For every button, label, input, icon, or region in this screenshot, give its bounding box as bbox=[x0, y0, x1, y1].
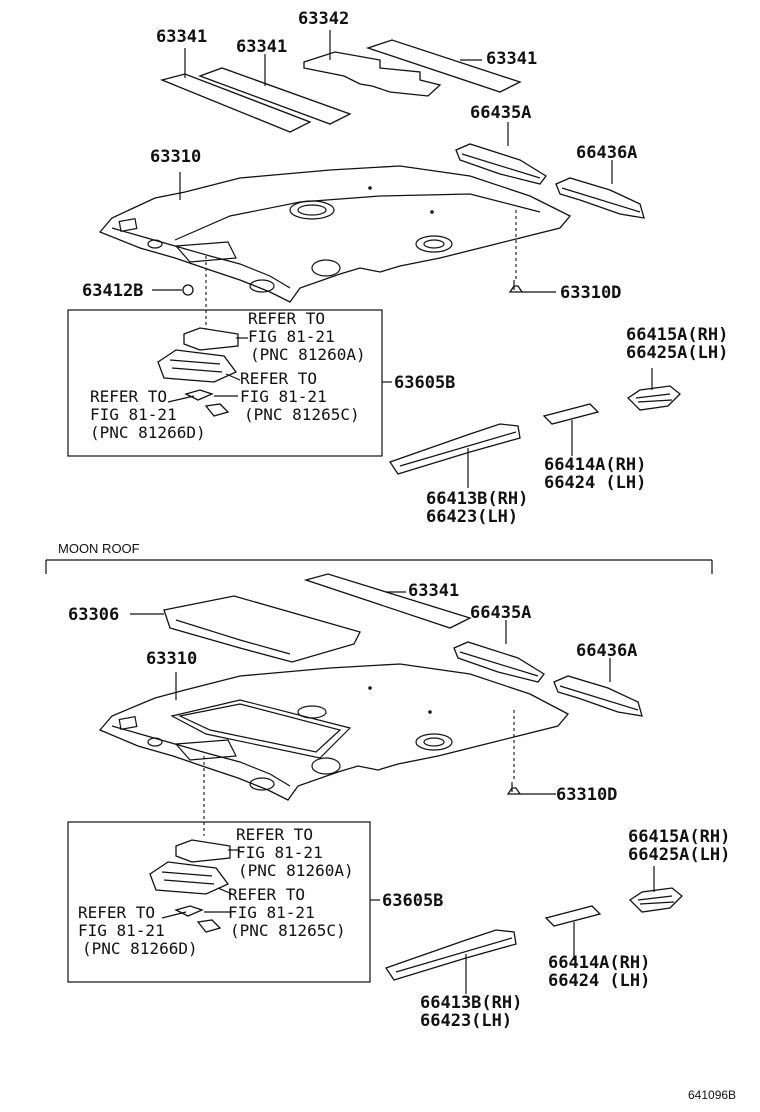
label-66423-bottom: 66423(LH) bbox=[420, 1011, 513, 1031]
label-63341-a: 63341 bbox=[156, 27, 208, 47]
ref3-line2-top: FIG 81-21 bbox=[90, 405, 177, 424]
label-66413B-bottom: 66413B(RH) bbox=[420, 993, 523, 1013]
ref1-line2-bottom: FIG 81-21 bbox=[236, 843, 323, 862]
label-66414A-top: 66414A(RH) bbox=[544, 455, 647, 475]
part-66415A-bottom bbox=[628, 887, 683, 913]
pad-63342 bbox=[303, 51, 442, 97]
clip-63412B-top bbox=[182, 284, 194, 296]
ref2-line3-top: (PNC 81265C) bbox=[244, 405, 360, 424]
part-66435A-top bbox=[455, 143, 547, 185]
part-66435A-bottom bbox=[453, 641, 545, 683]
part-66415A-top bbox=[626, 385, 681, 411]
part-66436A-top bbox=[555, 177, 645, 219]
label-63605B-bottom: 63605B bbox=[382, 891, 444, 911]
pad-63341-right bbox=[365, 39, 522, 93]
label-66424-top: 66424 (LH) bbox=[544, 473, 647, 493]
label-63341-c: 63341 bbox=[486, 49, 538, 69]
ref3-line3-bottom: (PNC 81266D) bbox=[82, 939, 198, 958]
part-66436A-bottom bbox=[553, 675, 643, 717]
ref3-line3-top: (PNC 81266D) bbox=[90, 423, 206, 442]
part-66413B-top bbox=[388, 423, 521, 475]
image-code: 641096B bbox=[688, 1088, 737, 1102]
label-66435A-top: 66435A bbox=[470, 103, 532, 123]
part-66414A-top bbox=[542, 403, 600, 425]
label-66425A-bottom: 66425A(LH) bbox=[628, 845, 731, 865]
ref3-line2-bottom: FIG 81-21 bbox=[78, 921, 165, 940]
label-66415A-top: 66415A(RH) bbox=[626, 325, 729, 345]
headliner-63310-top bbox=[98, 165, 572, 303]
part-66414A-bottom bbox=[544, 905, 602, 927]
pin-63310D-bottom bbox=[506, 787, 522, 795]
label-66423-top: 66423(LH) bbox=[426, 507, 519, 527]
label-63605B-top: 63605B bbox=[394, 373, 456, 393]
label-63342: 63342 bbox=[298, 9, 350, 29]
ref2-line1-bottom: REFER TO bbox=[228, 885, 306, 904]
ref1-line1-top: REFER TO bbox=[248, 309, 326, 328]
pad-63341-bottom bbox=[303, 573, 472, 629]
ref2-line2-bottom: FIG 81-21 bbox=[228, 903, 315, 922]
label-66436A-bottom: 66436A bbox=[576, 641, 638, 661]
part-66413B-bottom bbox=[384, 929, 517, 981]
ref1-line3-top: (PNC 81260A) bbox=[250, 345, 366, 364]
label-66425A-top: 66425A(LH) bbox=[626, 343, 729, 363]
label-66414A-bottom: 66414A(RH) bbox=[548, 953, 651, 973]
label-63341-b: 63341 bbox=[236, 37, 288, 57]
ref2-line1-top: REFER TO bbox=[240, 369, 318, 388]
label-63310-top: 63310 bbox=[150, 147, 202, 167]
label-66435A-bottom: 66435A bbox=[470, 603, 532, 623]
label-66436A-top: 66436A bbox=[576, 143, 638, 163]
pad-63341-mid bbox=[198, 67, 352, 125]
label-66424-bottom: 66424 (LH) bbox=[548, 971, 651, 991]
section-title: MOON ROOF bbox=[58, 541, 140, 556]
label-63412B: 63412B bbox=[82, 281, 144, 301]
label-63310D-bottom: 63310D bbox=[556, 785, 618, 805]
ref1-line2-top: FIG 81-21 bbox=[248, 327, 335, 346]
pin-63310D-top bbox=[508, 285, 524, 293]
sunshade-63306 bbox=[163, 595, 361, 663]
label-66415A-bottom: 66415A(RH) bbox=[628, 827, 731, 847]
label-63310-bottom: 63310 bbox=[146, 649, 198, 669]
ref2-line2-top: FIG 81-21 bbox=[240, 387, 327, 406]
label-63341-bottom: 63341 bbox=[408, 581, 460, 601]
label-63306: 63306 bbox=[68, 605, 120, 625]
headliner-63310-bottom bbox=[98, 663, 570, 801]
ref3-line1-top: REFER TO bbox=[90, 387, 168, 406]
box-63605B-top bbox=[67, 309, 383, 457]
pad-63341-left bbox=[159, 73, 312, 133]
box-63605B-bottom bbox=[67, 821, 371, 983]
ref2-line3-bottom: (PNC 81265C) bbox=[230, 921, 346, 940]
label-66413B-top: 66413B(RH) bbox=[426, 489, 529, 509]
ref1-line1-bottom: REFER TO bbox=[236, 825, 314, 844]
ref1-line3-bottom: (PNC 81260A) bbox=[238, 861, 354, 880]
label-63310D-top: 63310D bbox=[560, 283, 622, 303]
ref3-line1-bottom: REFER TO bbox=[78, 903, 156, 922]
